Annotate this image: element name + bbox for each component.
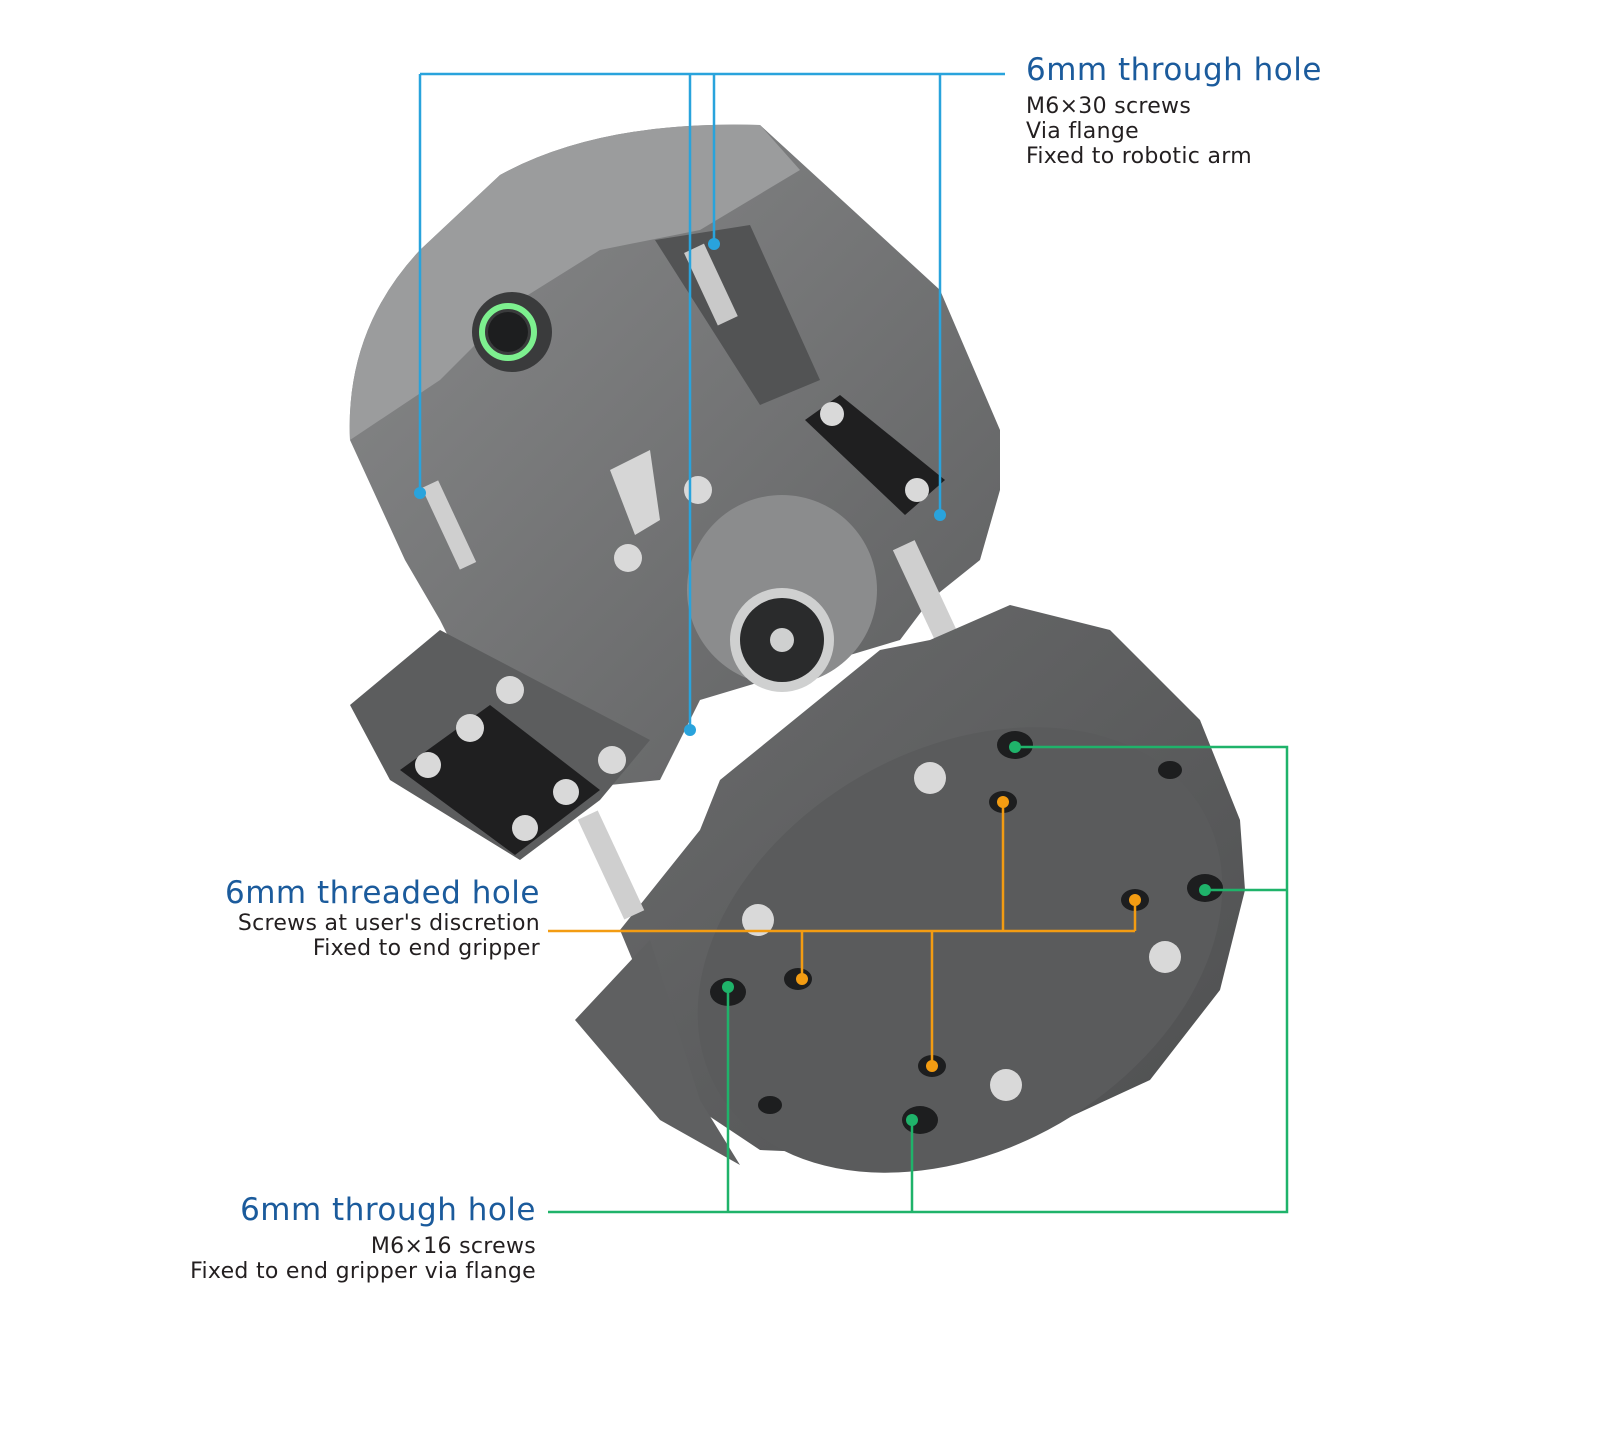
bottom-through-hole-markers: [722, 741, 1211, 1126]
callout-title: 6mm through hole: [240, 1192, 536, 1228]
upper-module: [349, 124, 1000, 860]
pogo-pin-connector: [400, 705, 600, 855]
threaded-hole-leaders: [548, 802, 1137, 1066]
bottom-through-hole-leaders: [548, 745, 1289, 1214]
callout-title: 6mm threaded hole: [225, 875, 540, 911]
callout-title: 6mm through hole: [1026, 52, 1322, 88]
callout-line: Screws at user's discretion: [237, 911, 540, 936]
callout-top-through-hole: 6mm through hole M6×30 screws Via flange…: [1026, 52, 1322, 169]
callout-line: Fixed to end gripper: [312, 936, 540, 961]
callout-line: M6×30 screws: [1026, 94, 1192, 119]
callout-line: M6×16 screws: [370, 1234, 536, 1259]
callout-line: Fixed to robotic arm: [1026, 144, 1252, 169]
callout-bottom-through-hole: 6mm through hole M6×16 screws Fixed to e…: [190, 1192, 536, 1284]
lower-module: [415, 402, 1245, 1173]
top-through-hole-leaders: [418, 72, 1005, 730]
top-through-hole-markers: [414, 238, 946, 736]
threaded-hole-markers: [796, 796, 1141, 1072]
callout-threaded-hole: 6mm threaded hole Screws at user's discr…: [225, 875, 540, 961]
callout-line: Via flange: [1026, 119, 1139, 144]
callout-line: Fixed to end gripper via flange: [190, 1259, 536, 1284]
